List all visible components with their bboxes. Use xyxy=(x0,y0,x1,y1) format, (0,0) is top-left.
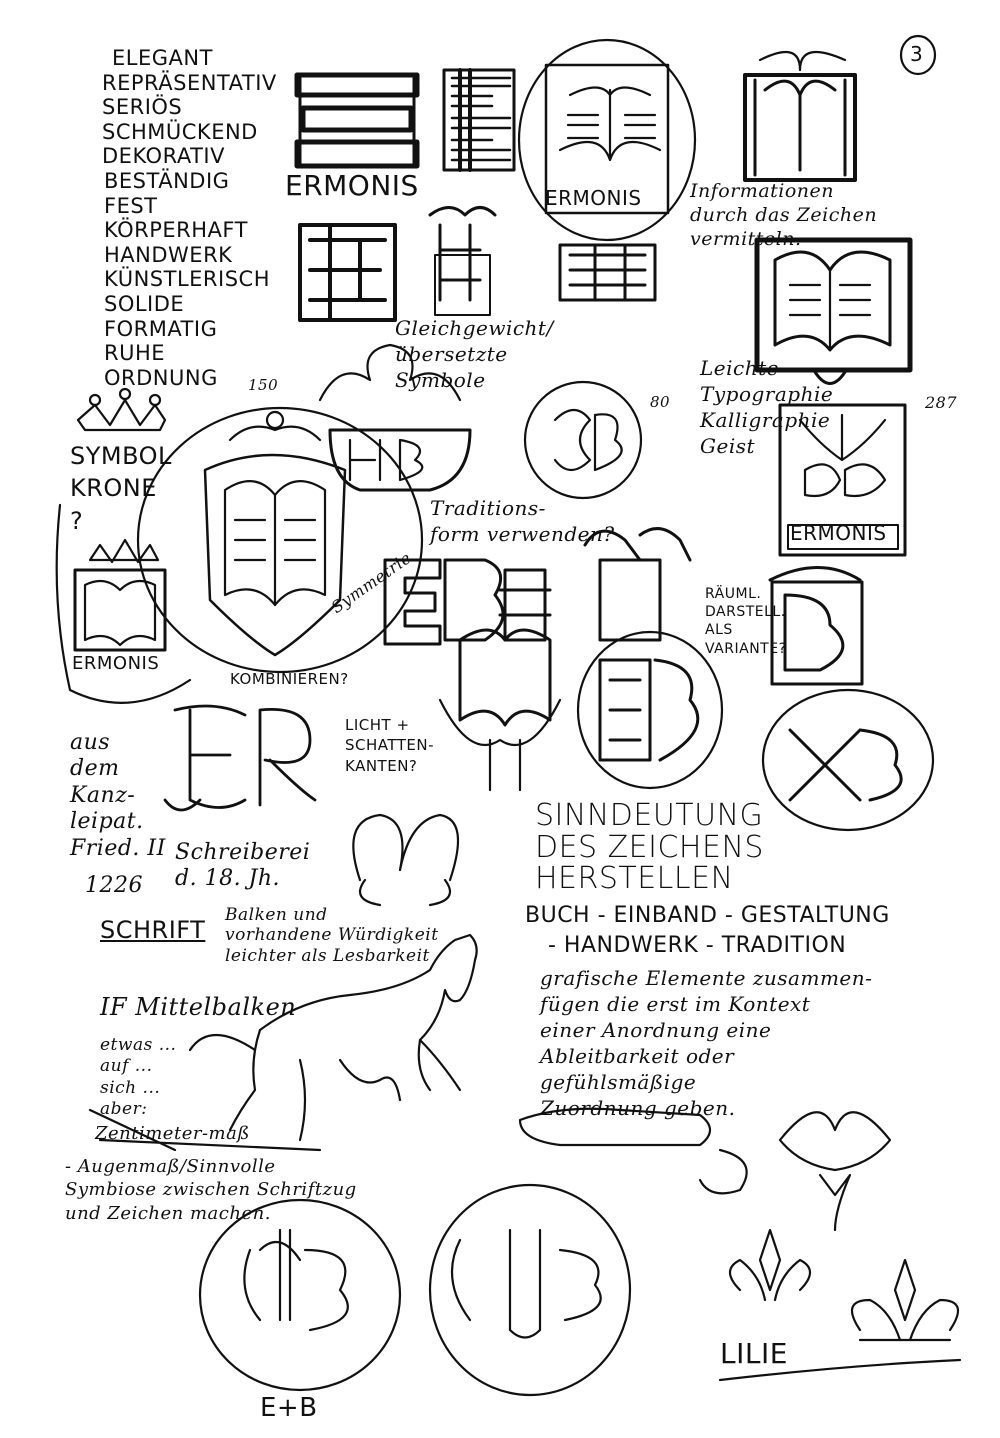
book-logo-1 xyxy=(544,63,670,215)
ermonis-label-2: ERMONIS xyxy=(545,186,642,210)
keyword-item: ORDNUNG xyxy=(104,365,218,390)
3d-eb-letters xyxy=(383,527,692,646)
keyword-item: SERIÖS xyxy=(102,95,183,120)
lily-ornament-1 xyxy=(728,1228,812,1302)
fleur-eb-logo xyxy=(318,343,472,492)
horse-drawing xyxy=(188,933,478,1142)
crossed-lines xyxy=(88,1108,322,1152)
bold-e-logo-1 xyxy=(294,72,420,169)
keyword-item: FORMATIG xyxy=(104,316,218,341)
efb-circle xyxy=(198,1198,402,1392)
underline-lilie xyxy=(718,1358,962,1382)
keyword-item: KÜNSTLERISCH xyxy=(104,267,270,292)
kanzlei-note: aus dem Kanz- leipat. Fried. II xyxy=(70,730,166,861)
leichte-typographie-note: Leichte Typographie Kalligraphie Geist xyxy=(700,356,834,458)
eb-block-logo-3 xyxy=(558,243,657,302)
book-logo-2 xyxy=(743,50,857,182)
efb-logo xyxy=(243,1228,349,1332)
schreiber-note: Schreiberei d. 18. Jh. xyxy=(175,840,311,892)
palmette-ornament xyxy=(778,1111,892,1232)
sinndeutung-title: SINNDEUTUNG DES ZEICHENS HERSTELLEN xyxy=(535,798,764,896)
m-ornament xyxy=(352,813,460,907)
keyword-item: HANDWERK xyxy=(104,242,233,267)
lily-ornament-2 xyxy=(850,1258,960,1342)
licht-schatten-note: LICHT + SCHATTEN- KANTEN? xyxy=(345,716,435,775)
lilie-label: LILIE xyxy=(720,1337,788,1370)
eb-script-logo xyxy=(553,408,623,472)
shield-circle xyxy=(136,406,424,674)
open-book-logo xyxy=(754,237,913,385)
eb-block-logo-1 xyxy=(298,223,397,322)
buch-line-1: BUCH - EINBAND - GESTALTUNG xyxy=(525,903,890,928)
crown-sketch xyxy=(76,387,167,432)
3d-eb-logo xyxy=(598,658,700,762)
schrift-heading: SCHRIFT xyxy=(100,916,206,944)
scroll-ornament xyxy=(518,1107,748,1195)
sinnvolle-note: - Augenmaß/Sinnvolle Symbiose zwischen S… xyxy=(65,1156,357,1224)
keyword-item: SOLIDE xyxy=(104,291,185,316)
ermonis-label-1: ERMONIS xyxy=(285,169,419,202)
number-287: 287 xyxy=(925,393,958,412)
eb-block-logo-2 xyxy=(428,206,497,316)
keyword-item: ELEGANT xyxy=(112,46,213,70)
eub-logo xyxy=(450,1228,602,1339)
grafische-elemente-note: grafische Elemente zusammen- fügen die e… xyxy=(540,966,873,1120)
eub-circle xyxy=(428,1183,632,1397)
buch-line-2: - HANDWERK - TRADITION xyxy=(548,933,847,958)
number-150: 150 xyxy=(248,376,279,394)
ornament-ermonis-logo xyxy=(778,403,907,557)
keyword-item: BESTÄNDIG xyxy=(104,168,230,193)
ermonis-label-3: ERMONIS xyxy=(790,521,887,545)
tulip-book-logo xyxy=(438,628,562,792)
year-note: 1226 xyxy=(85,873,143,898)
information-note: Informationen durch das Zeichen vermitte… xyxy=(690,180,878,250)
eb-script-circle xyxy=(523,380,643,500)
keyword-item: SCHMÜCKEND xyxy=(102,119,258,144)
er-initials xyxy=(163,704,317,812)
zentimeter-note: Zentimeter-maß xyxy=(95,1123,250,1144)
3d-eb-circle xyxy=(576,630,724,790)
crowned-b-logo xyxy=(768,566,864,686)
book-logo-circle xyxy=(517,38,697,242)
page-number: 3 xyxy=(910,42,924,66)
kombinieren-note: KOMBINIEREN? xyxy=(230,670,349,688)
keyword-item: KÖRPERHAFT xyxy=(104,218,248,243)
schrift-note: Balken und vorhandene Würdigkeit leichte… xyxy=(225,905,439,966)
keyword-item: RUHE xyxy=(104,341,166,366)
gleichgewicht-note: Gleichgewicht/ übersetzte Symbole xyxy=(395,316,554,392)
xb-circle xyxy=(761,688,935,832)
symbol-krone-note: SYMBOL KRONE ? xyxy=(70,442,172,535)
bold-e-logo-2 xyxy=(442,68,516,172)
crown-book-logo xyxy=(73,538,167,652)
symbol-krone-bracket xyxy=(55,503,192,704)
page-number-circle xyxy=(899,34,937,76)
left-notes: etwas ... auf ... sich ... aber: xyxy=(100,1035,177,1119)
efb-label: E+B xyxy=(260,1393,318,1423)
number-80: 80 xyxy=(650,393,671,411)
keyword-item: FEST xyxy=(104,193,158,218)
raeumliche-darstellung-note: RÄUML. DARSTELL. ALS VARIANTE? xyxy=(705,586,787,657)
shield-book-logo xyxy=(203,410,347,657)
traditionsform-note: Traditions- form verwenden? xyxy=(430,496,615,546)
keyword-item: REPRÄSENTATIV xyxy=(102,70,277,95)
xb-logo xyxy=(788,728,903,802)
keyword-item: DEKORATIV xyxy=(102,144,225,169)
ermonis-label-4: ERMONIS xyxy=(72,653,160,674)
mittelbalken-note: IF Mittelbalken xyxy=(100,993,297,1021)
